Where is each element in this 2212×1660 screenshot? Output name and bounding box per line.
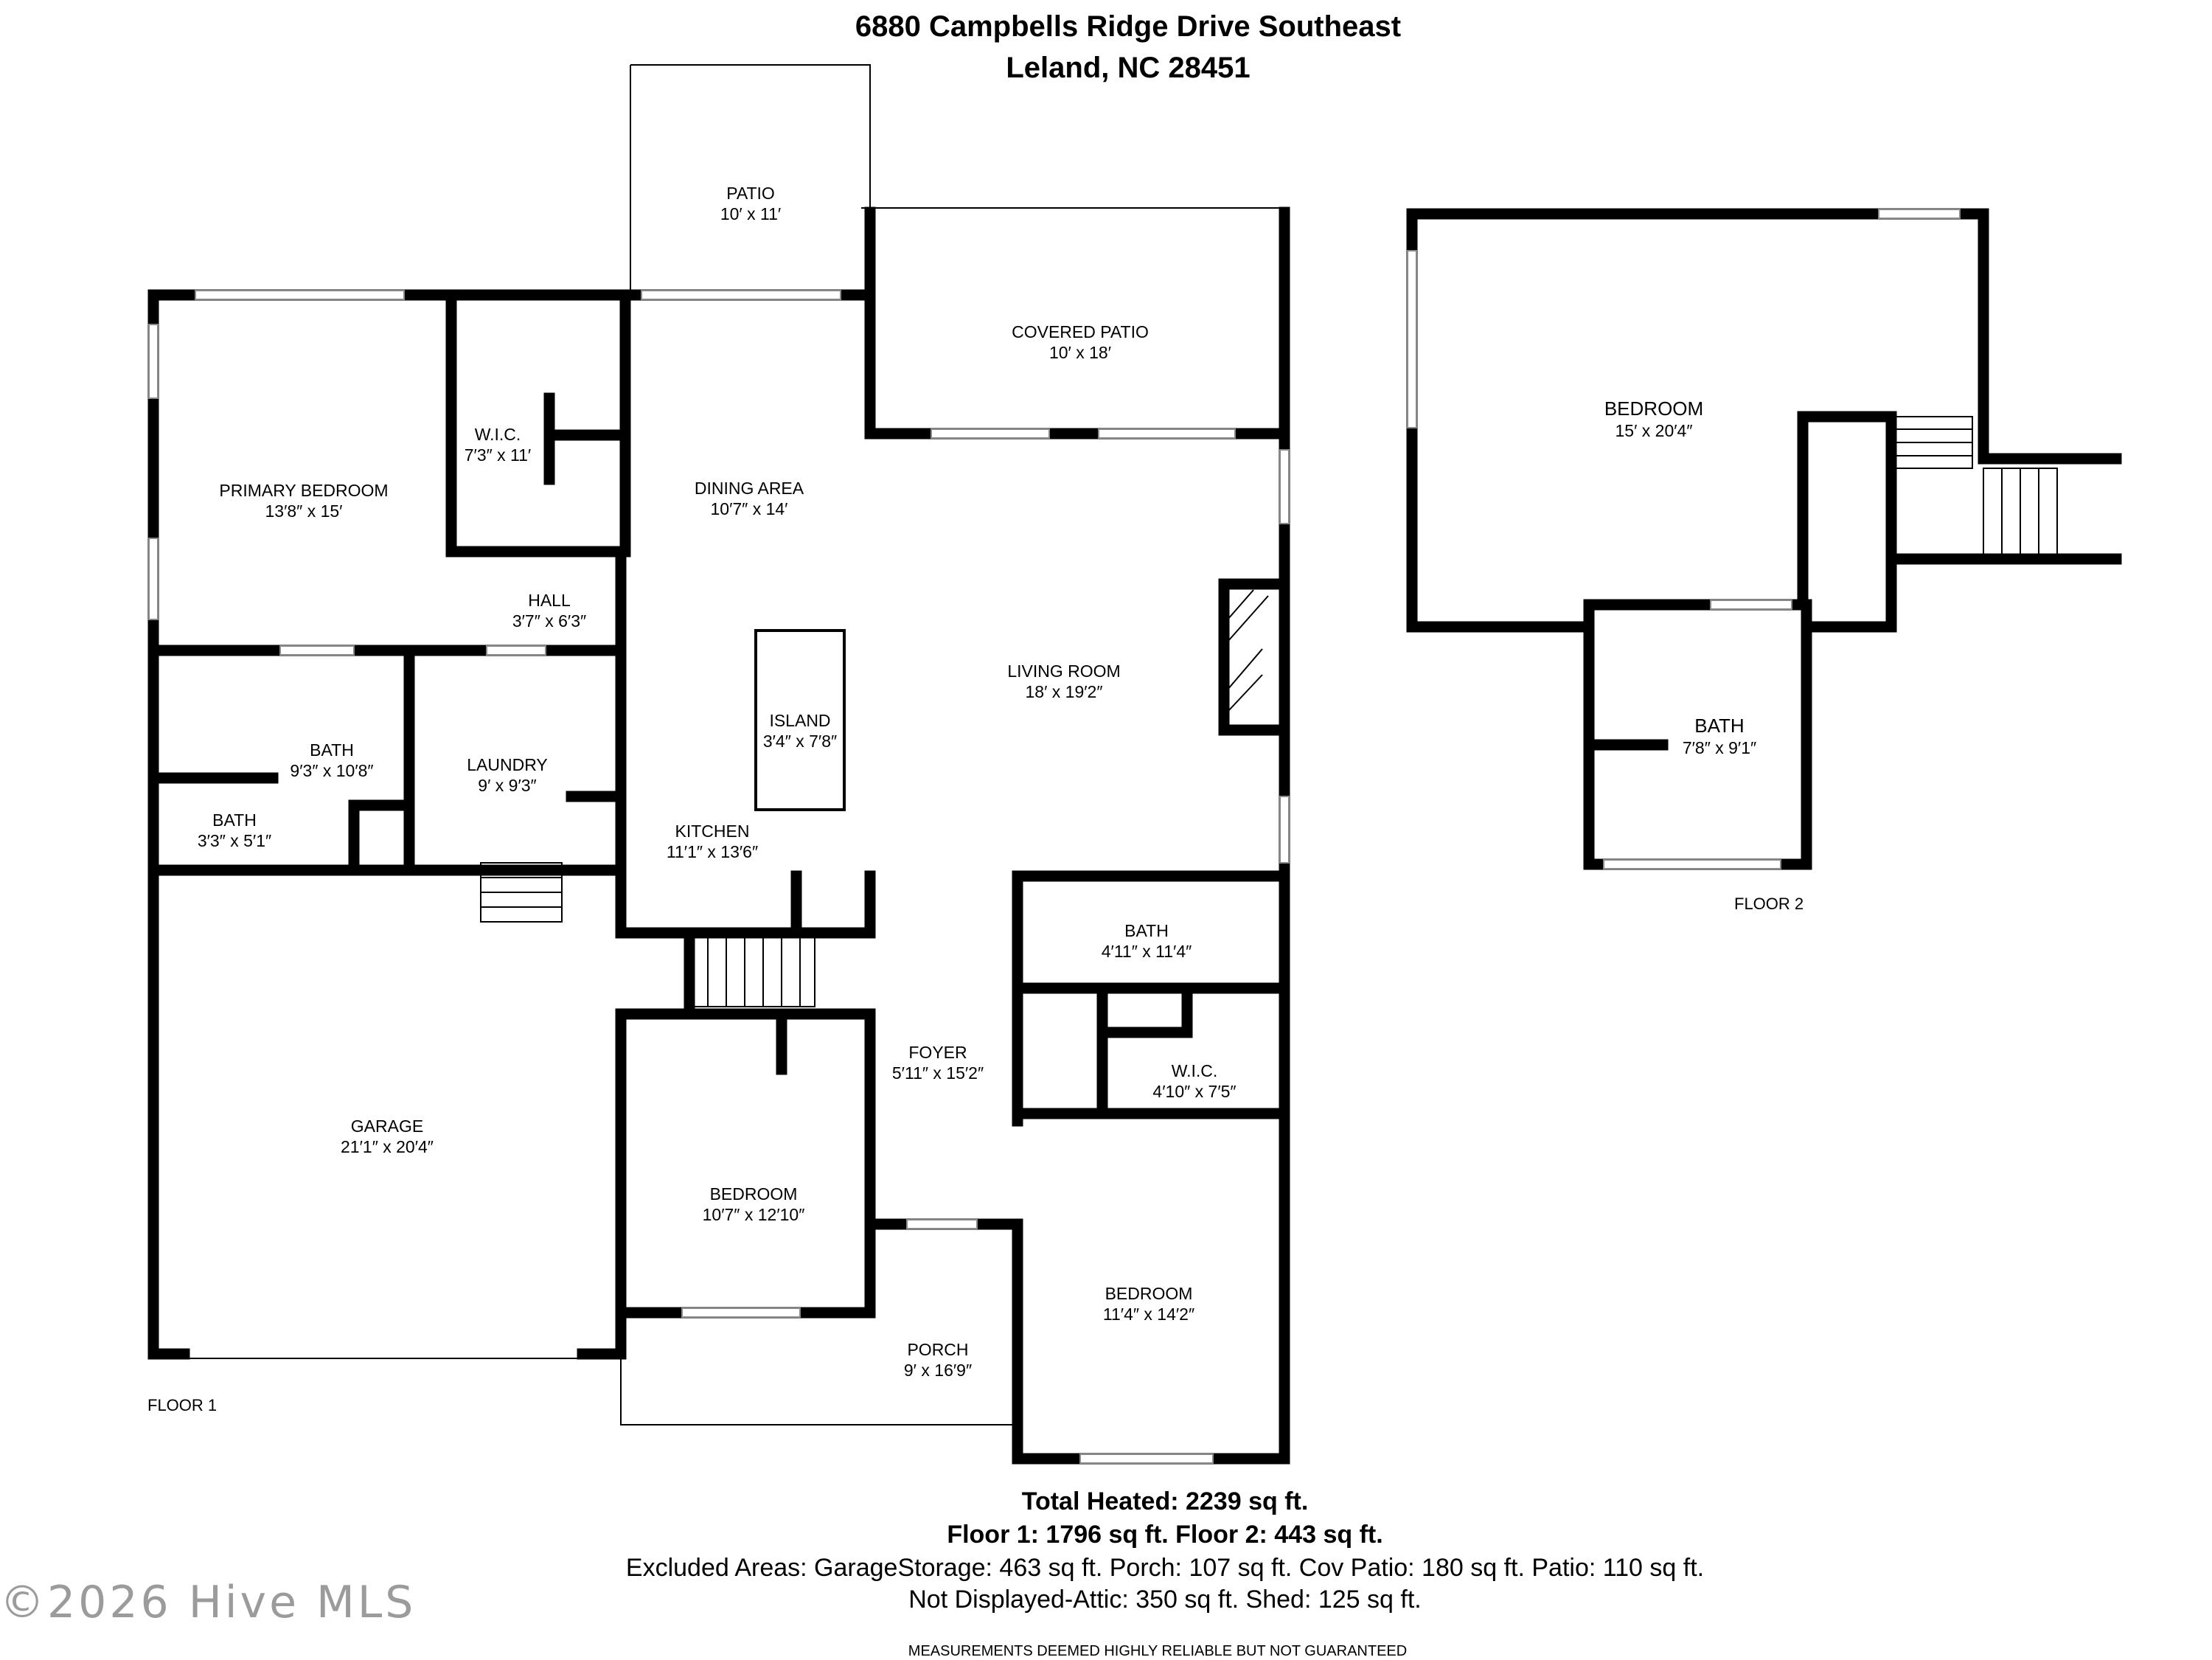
dims-covered-patio: 10′ x 18′ [1049, 343, 1111, 362]
floor2-label: FLOOR 2 [1734, 895, 1804, 913]
address-line-1: 6880 Campbells Ridge Drive Southeast [855, 10, 1402, 43]
dims-primary-bedroom: 13′8″ x 15′ [265, 501, 342, 521]
stairs [480, 416, 2058, 1007]
windows [148, 209, 1961, 1464]
dims-dining-area: 10′7″ x 14′ [710, 499, 787, 518]
dims-wic-primary: 7′3″ x 11′ [465, 445, 532, 465]
room-labels: PATIO 10′ x 11′ COVERED PATIO 10′ x 18′ … [198, 184, 1756, 1380]
dims-bedroom-right: 11′4″ x 14′2″ [1103, 1305, 1194, 1324]
label-dining-area: DINING AREA [695, 479, 804, 498]
dims-laundry: 9′ x 9′3″ [478, 776, 536, 795]
walls [147, 206, 2122, 1465]
label-island: ISLAND [769, 711, 830, 730]
label-bedroom-left: BEDROOM [710, 1184, 798, 1204]
dims-hall: 3′7″ x 6′3″ [512, 611, 586, 631]
dims-porch: 9′ x 16′9″ [904, 1361, 972, 1380]
label-wic-primary: W.I.C. [475, 425, 521, 444]
label-living-room: LIVING ROOM [1007, 661, 1120, 681]
label-hall: HALL [528, 591, 571, 610]
dims-foyer: 5′11″ x 15′2″ [892, 1063, 984, 1083]
label-garage: GARAGE [351, 1116, 423, 1136]
label-laundry: LAUNDRY [467, 755, 548, 774]
label-floor2-bath: BATH [1694, 715, 1744, 737]
label-wic-right: W.I.C. [1172, 1061, 1218, 1080]
thin-outlines [184, 64, 1284, 1425]
floor1-label: FLOOR 1 [147, 1396, 217, 1414]
label-kitchen: KITCHEN [675, 822, 750, 841]
dims-patio: 10′ x 11′ [720, 204, 781, 223]
disclaimer: MEASUREMENTS DEEMED HIGHLY RELIABLE BUT … [908, 1643, 1408, 1659]
floor-areas: Floor 1: 1796 sq ft. Floor 2: 443 sq ft. [947, 1521, 1383, 1549]
dims-bath-main: 9′3″ x 10′8″ [290, 761, 373, 780]
watermark: ©2026 Hive MLS [0, 1577, 417, 1628]
dims-wic-right: 4′10″ x 7′5″ [1152, 1082, 1236, 1101]
label-primary-bedroom: PRIMARY BEDROOM [219, 481, 388, 500]
label-patio: PATIO [726, 184, 775, 203]
not-displayed-areas: Not Displayed-Attic: 350 sq ft. Shed: 12… [908, 1586, 1422, 1614]
label-bath-right: BATH [1124, 921, 1169, 940]
label-floor2-bedroom: BEDROOM [1604, 397, 1703, 420]
address-line-2: Leland, NC 28451 [1006, 52, 1251, 84]
label-porch: PORCH [907, 1340, 968, 1359]
label-bath-main: BATH [310, 740, 354, 760]
excluded-areas: Excluded Areas: GarageStorage: 463 sq ft… [625, 1554, 1705, 1582]
dims-living-room: 18′ x 19′2″ [1025, 682, 1102, 701]
label-bedroom-right: BEDROOM [1105, 1284, 1193, 1303]
total-heated: Total Heated: 2239 sq ft. [1021, 1487, 1309, 1515]
dims-kitchen: 11′1″ x 13′6″ [667, 842, 758, 861]
dims-bedroom-left: 10′7″ x 12′10″ [703, 1205, 805, 1224]
dims-bath-right: 4′11″ x 11′4″ [1102, 942, 1192, 961]
label-foyer: FOYER [908, 1043, 967, 1062]
dims-island: 3′4″ x 7′8″ [763, 732, 837, 751]
island-outline [754, 629, 846, 811]
label-bath-small: BATH [212, 810, 257, 830]
dims-floor2-bath: 7′8″ x 9′1″ [1683, 738, 1756, 757]
fireplace-hatch [1227, 589, 1269, 712]
dims-floor2-bedroom: 15′ x 20′4″ [1615, 421, 1692, 440]
dims-bath-small: 3′3″ x 5′1″ [198, 831, 271, 850]
dims-garage: 21′1″ x 20′4″ [341, 1137, 434, 1156]
label-covered-patio: COVERED PATIO [1012, 322, 1149, 341]
